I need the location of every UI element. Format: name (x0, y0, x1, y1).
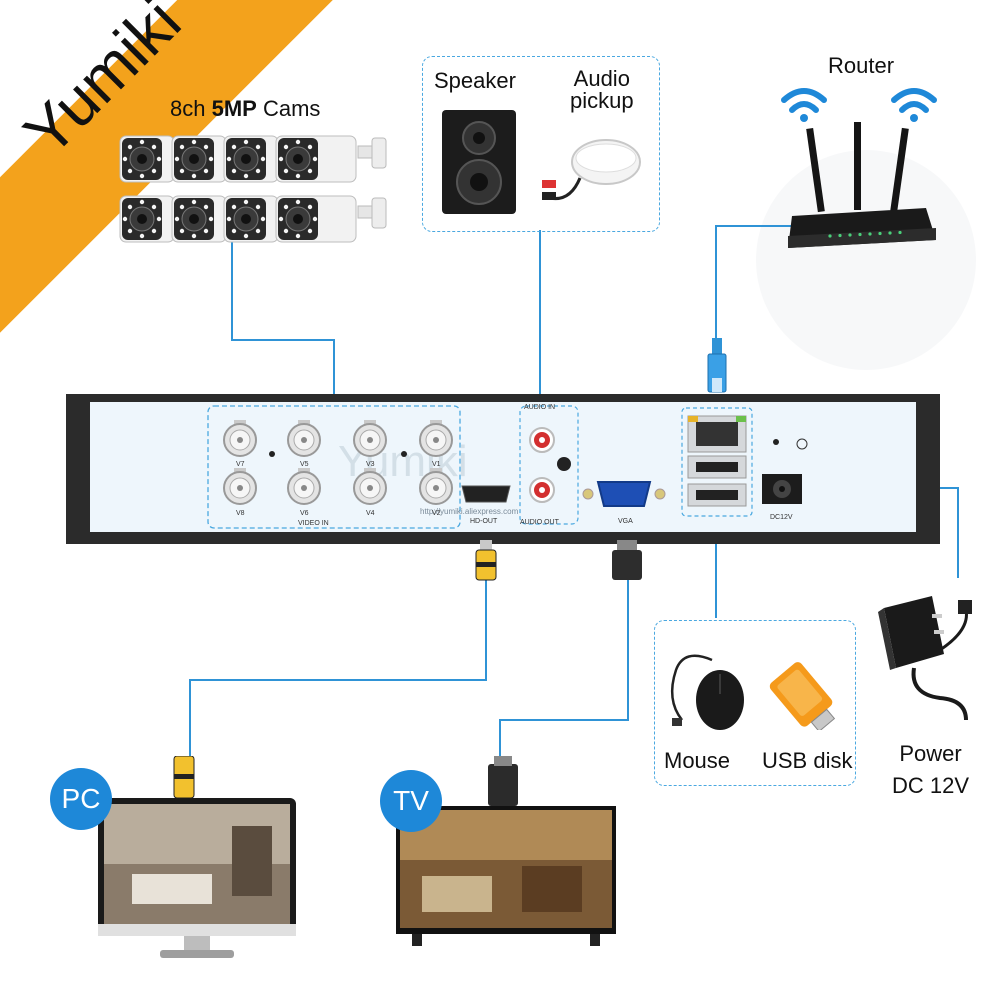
video-in-label: VIDEO IN (298, 520, 329, 527)
usb-devices-box (654, 620, 856, 786)
vga-label: VGA (618, 518, 633, 525)
hdmi-line (189, 580, 487, 760)
bnc-connector: V7 (223, 420, 257, 468)
camera-icon (170, 192, 228, 243)
tv-icon (396, 756, 616, 946)
camera-icon (118, 132, 176, 183)
audio-pickup-icon (542, 139, 641, 201)
bnc-label: V3 (366, 461, 375, 468)
power-label: Power DC 12V (892, 738, 969, 802)
usb-disk-label: USB disk (762, 748, 853, 773)
bnc-connector: V4 (353, 468, 387, 517)
bnc-connector: V5 (287, 420, 321, 468)
dc-label: DC12V (770, 514, 793, 521)
audio-pickup-line2: pickup (570, 88, 634, 113)
router-icon (781, 88, 937, 248)
bnc-connector: V2 (419, 468, 453, 517)
router-line (715, 225, 792, 340)
cameras-resolution: 5MP (211, 96, 257, 121)
bnc-connector: V6 (287, 468, 321, 517)
router-label: Router (828, 53, 895, 78)
pc-badge: PC (50, 768, 112, 830)
vga-cable-icon (612, 540, 642, 580)
audio-out-label: AUDIO OUT (520, 519, 559, 526)
router-backdrop (756, 150, 976, 370)
dvr-url-watermark: http://yumiki.aliexpress.com (420, 507, 519, 516)
camera-icon (222, 192, 280, 243)
camera-line (231, 240, 335, 406)
tv-badge: TV (380, 770, 442, 832)
bnc-connector: V1 (419, 420, 453, 468)
power-line2: DC 12V (892, 773, 970, 798)
ethernet-plug-icon (707, 338, 727, 393)
speaker-label: Speaker (434, 68, 516, 93)
bnc-connector: V8 (223, 468, 257, 517)
bnc-label: V2 (432, 510, 441, 517)
cameras-title: 8ch 5MP Cams (170, 96, 320, 122)
wifi-left-icon (781, 88, 827, 113)
usb-disk-icon (769, 662, 836, 730)
indicator-dot (401, 451, 407, 457)
camera-icon (118, 192, 176, 243)
mouse-icon (670, 654, 744, 730)
power-line1: Power (899, 741, 962, 766)
hdmi-label: HD-OUT (470, 518, 498, 525)
pc-monitor-icon (98, 756, 296, 958)
camera-icon (222, 132, 280, 183)
hdmi-cable-icon (475, 540, 497, 581)
camera-icon (274, 132, 390, 183)
bnc-label: V8 (236, 510, 245, 517)
cameras-suffix: Cams (262, 96, 321, 121)
audio-devices-box (422, 56, 660, 232)
bnc-connector: V3 (353, 420, 387, 468)
audio-pickup-label: Audio pickup (570, 68, 634, 112)
indicator-dot (269, 451, 275, 457)
bnc-label: V7 (236, 461, 245, 468)
power-adapter-icon (878, 596, 972, 721)
audio-in-label: AUDIO IN (524, 404, 556, 411)
audio-pickup-line1: Audio (573, 66, 630, 91)
camera-icon (274, 192, 390, 243)
bnc-label: V4 (366, 510, 375, 517)
bnc-label: V1 (432, 461, 441, 468)
bnc-label: V6 (300, 510, 309, 517)
bnc-label: V5 (300, 461, 309, 468)
camera-icon (170, 132, 228, 183)
wifi-right-icon (891, 88, 937, 113)
cameras-count: 8ch (170, 96, 206, 121)
vga-line (499, 580, 629, 762)
mouse-label: Mouse (664, 748, 731, 773)
speaker-icon (442, 110, 516, 214)
